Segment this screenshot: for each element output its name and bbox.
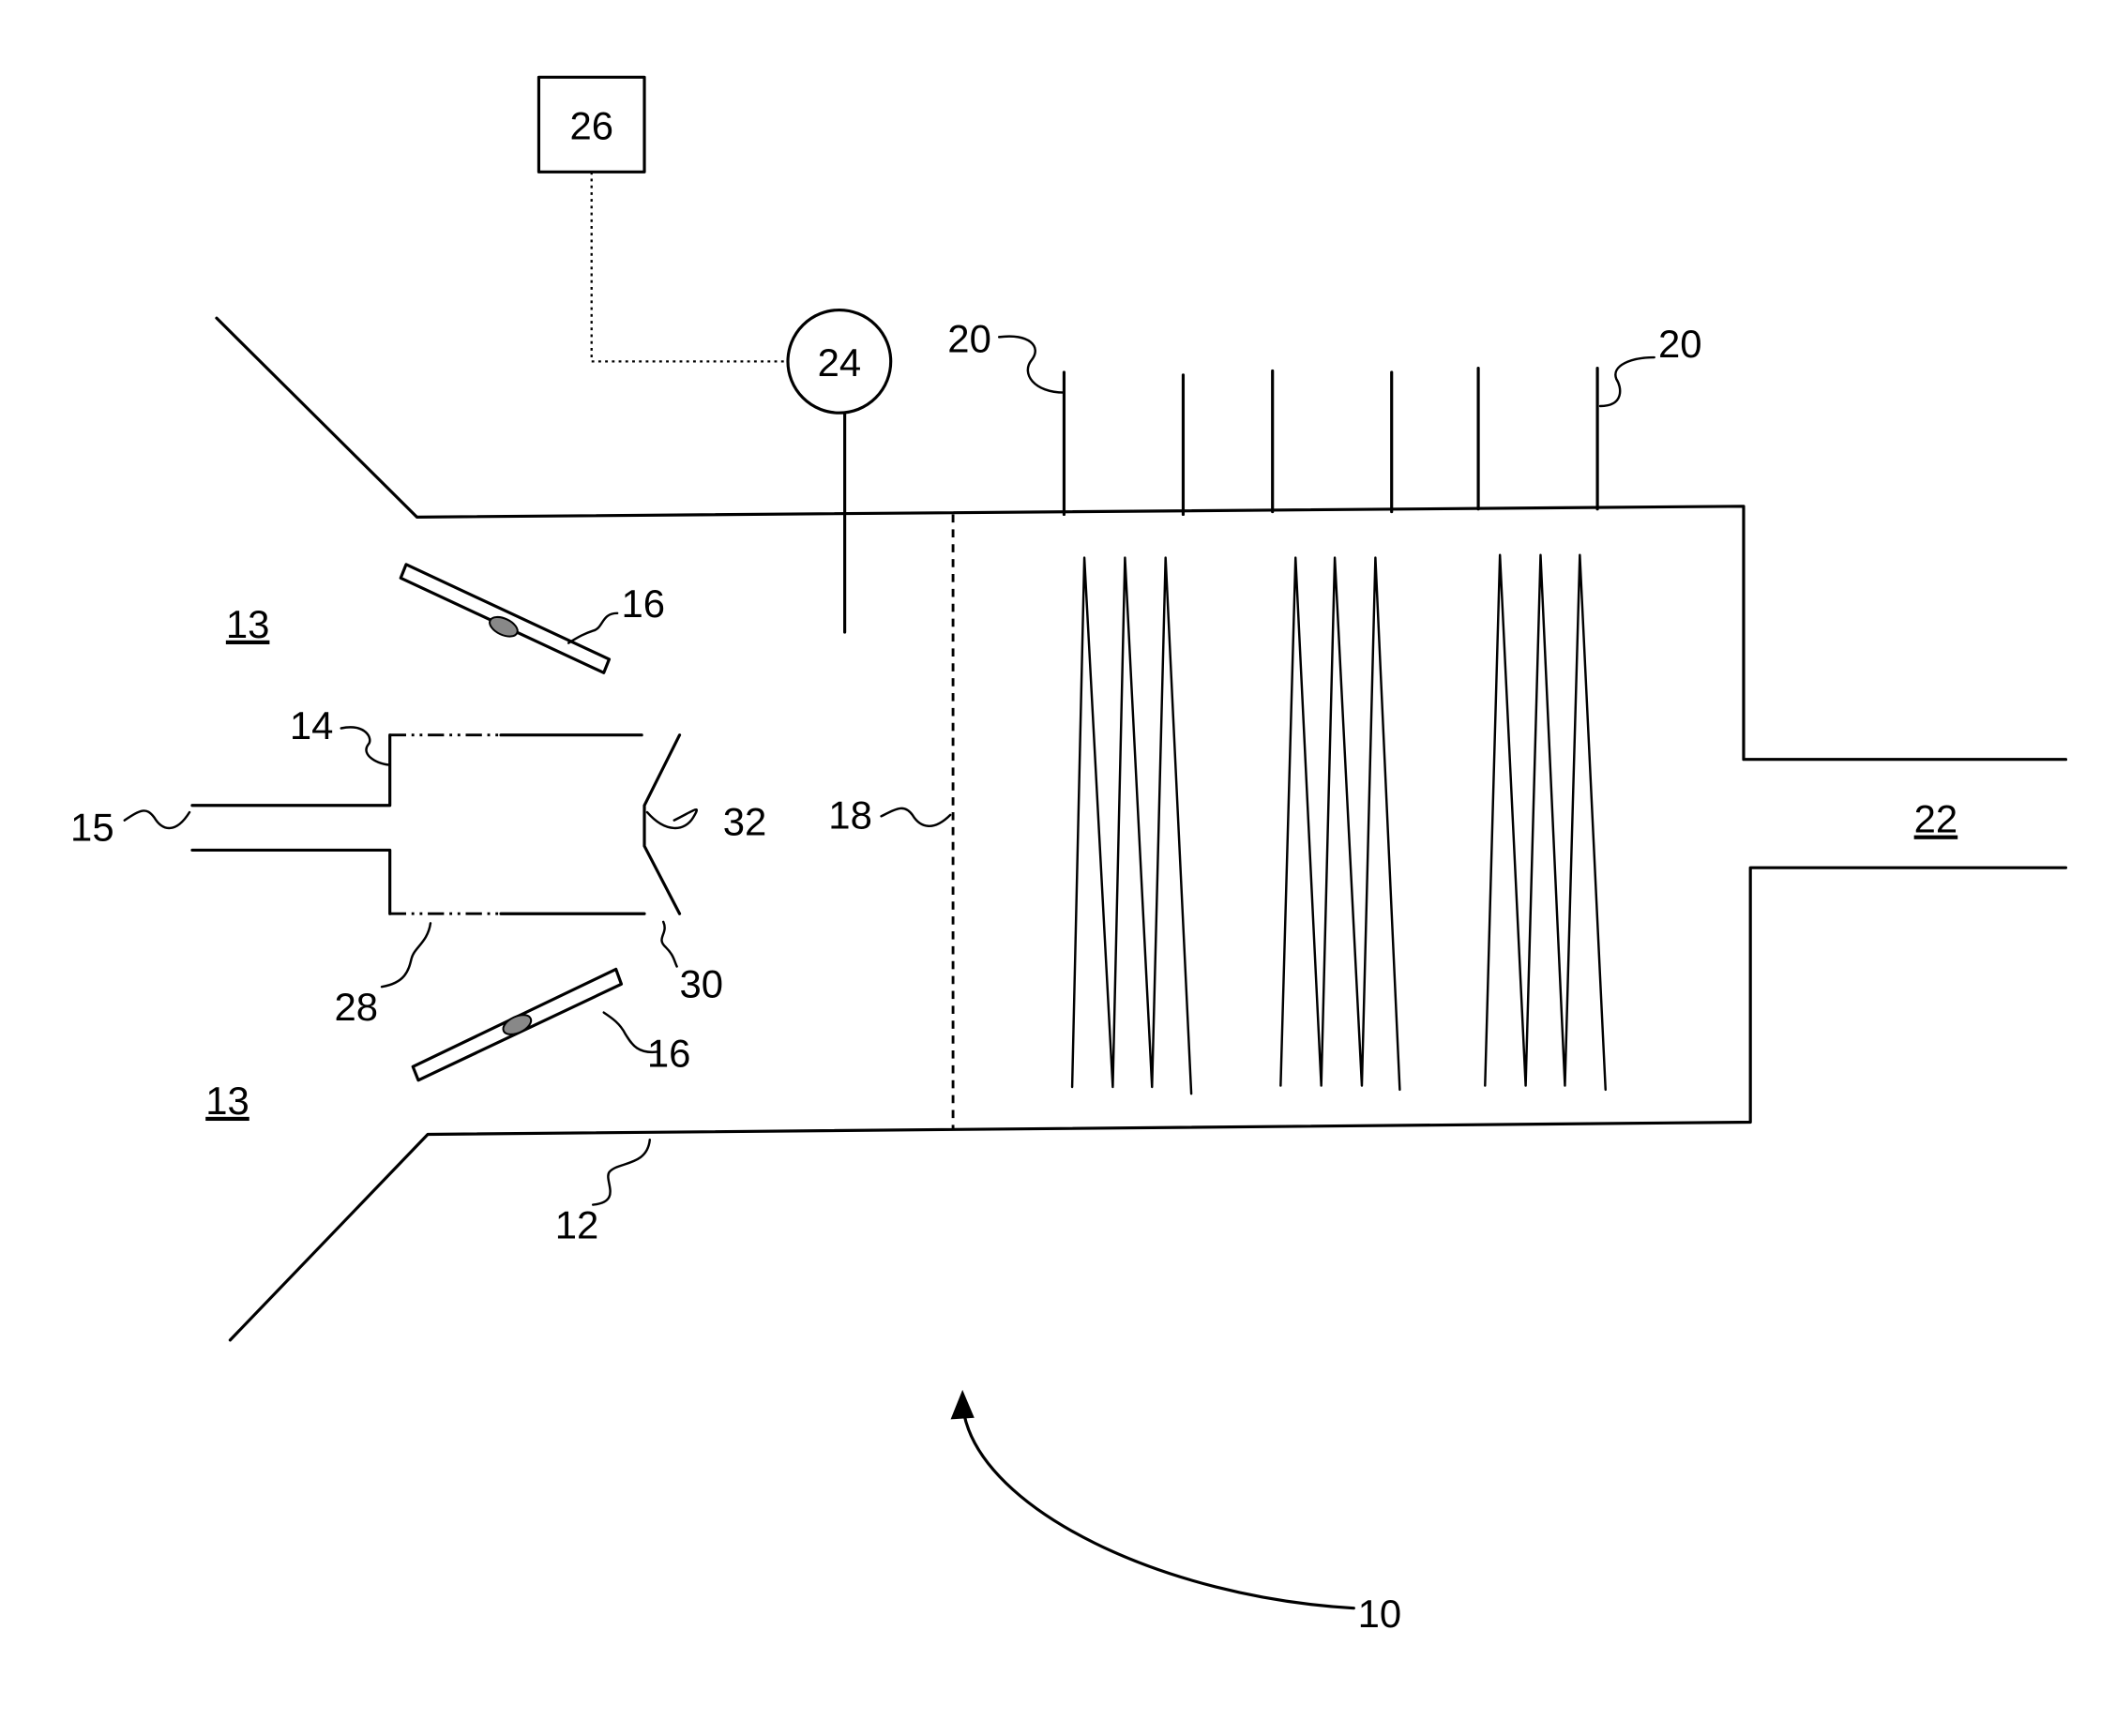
label-14: 14 — [290, 703, 334, 747]
label-12: 12 — [555, 1203, 599, 1247]
vane-pivot — [500, 1011, 534, 1038]
label-16-upper: 16 — [621, 581, 665, 626]
leader-32 — [647, 809, 697, 828]
inlet-label-lower: 13 — [205, 1079, 249, 1123]
leader-12 — [593, 1140, 650, 1204]
leader-15 — [125, 810, 189, 828]
label-20-left: 20 — [947, 316, 991, 360]
controller-26: 26 — [538, 77, 644, 172]
label-10: 10 — [1358, 1592, 1402, 1636]
heater-bank-1 — [1064, 372, 1191, 1094]
label-24: 24 — [818, 340, 862, 385]
leader-28 — [382, 923, 431, 987]
leader-18 — [882, 808, 951, 826]
signal-line — [592, 172, 788, 361]
label-15: 15 — [70, 805, 114, 849]
coil-zigzag — [1280, 558, 1399, 1090]
housing-upper-wall — [217, 318, 2066, 760]
label-18: 18 — [828, 793, 872, 837]
swirler-vane-lower — [413, 969, 621, 1079]
nozzle-inlet-lower — [192, 850, 390, 913]
coil-zigzag — [1072, 558, 1191, 1094]
nozzle-assembly-14 — [192, 735, 680, 914]
coil-zigzag — [1485, 555, 1605, 1090]
heater-bank-2 — [1273, 370, 1400, 1089]
leader-20-right — [1600, 357, 1655, 406]
assembly-arrow-10 — [964, 1413, 1354, 1608]
sensor-24: 24 — [788, 310, 891, 633]
leader-30 — [661, 922, 676, 967]
leader-16-upper — [568, 613, 617, 643]
swirler-vane-upper — [401, 565, 609, 672]
leader-14 — [341, 727, 390, 764]
outlet-label-22: 22 — [1914, 797, 1958, 841]
label-32: 32 — [723, 800, 767, 844]
inlet-label-upper: 13 — [226, 602, 270, 646]
heater-bank-3 — [1478, 369, 1606, 1090]
label-26: 26 — [569, 104, 613, 148]
label-16-lower: 16 — [647, 1031, 691, 1075]
housing-12 — [217, 318, 2066, 1340]
leader-20-left — [999, 337, 1064, 393]
label-20-right: 20 — [1658, 322, 1702, 366]
label-28: 28 — [334, 985, 378, 1029]
housing-lower-wall — [230, 868, 2065, 1340]
label-30: 30 — [680, 962, 724, 1006]
arrowhead-icon — [952, 1392, 974, 1419]
vane-pivot — [487, 613, 521, 641]
